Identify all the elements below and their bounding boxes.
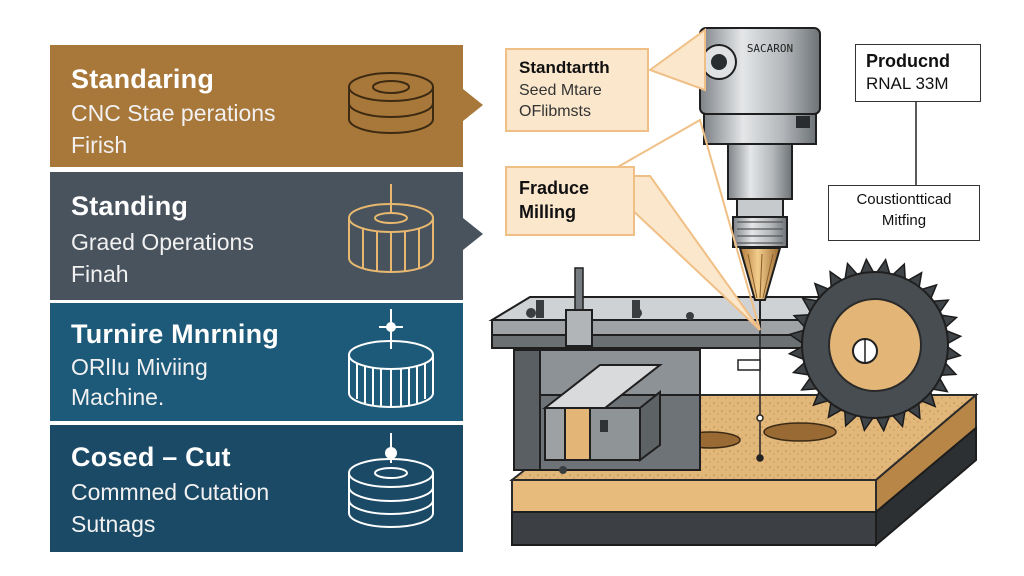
saw-tooth [858, 257, 877, 278]
callout-custom: Coustiontticad Mitfing [828, 185, 980, 241]
callout-milling-title: Milling [519, 202, 576, 222]
panel-title: Cosed – Cut [71, 442, 231, 472]
saw-tooth [928, 373, 949, 393]
callout-spindle-line: Seed Mtare [519, 82, 602, 99]
panel-subtitle: Machine. [71, 384, 165, 410]
saw-tooth [889, 406, 907, 429]
panel-standing: Standing Graed Operations Finah [50, 172, 483, 300]
machine-frame [488, 267, 838, 474]
panel-subtitle: Graed Operations [71, 229, 254, 255]
saw-tooth [787, 328, 808, 347]
saw-tooth [843, 407, 861, 428]
saw-tooth [928, 299, 950, 316]
panel-standaring: Standaring CNC Stae perations Firish [50, 45, 483, 167]
callout-milling-title: Fraduce [519, 178, 590, 198]
saw-tooth [917, 387, 937, 408]
saw-tooth [903, 271, 923, 292]
saw-tooth [942, 343, 963, 362]
stacked-disc-icon [348, 433, 434, 528]
panel-cosed-cut: Cosed – Cut Commned Cutation Sutnags [50, 425, 463, 552]
callout-product-title: Producnd [866, 51, 950, 71]
workpiece-base [509, 392, 979, 548]
svg-text:SACARON: SACARON [747, 42, 793, 55]
saw-tooth [791, 359, 814, 377]
spindle-head: SACARON [699, 27, 821, 330]
saw-tooth [827, 398, 847, 419]
saw-tooth [812, 387, 833, 407]
saw-tooth [904, 398, 921, 420]
panel-subtitle: ORlIu Miviing [71, 354, 208, 380]
saw-tooth [936, 313, 959, 331]
saw-blade [787, 257, 963, 433]
saw-tooth [858, 412, 877, 433]
saw-tooth [801, 297, 822, 317]
saw-tooth [787, 343, 808, 362]
saw-tooth [937, 359, 958, 377]
callout-spindle-line: OFlibmsts [519, 103, 591, 120]
panel-title: Turnire Mnrning [71, 319, 279, 349]
saw-tooth [942, 328, 963, 347]
disc-stack-icon [348, 72, 434, 134]
panel-subtitle: Finah [71, 261, 129, 287]
panel-turnire: Turnire Mnrning ORlIu Miviing Machine. [50, 303, 463, 421]
callout-milling: Fraduce Milling [505, 166, 635, 236]
callout-product-code: RNAL 33M [866, 74, 949, 93]
callout-spindle: Standtartth Seed Mtare OFlibmsts [505, 48, 649, 132]
saw-tooth [792, 313, 813, 331]
saw-tooth [889, 262, 907, 283]
saw-tooth [917, 283, 938, 303]
panel-subtitle: Sutnags [71, 511, 156, 537]
panel-subtitle: Commned Cutation [71, 479, 270, 505]
gear-drum-icon [348, 309, 434, 408]
tool-path [737, 330, 764, 462]
callout-spindle-title: Standtartth [519, 58, 610, 77]
saw-tooth [800, 374, 822, 391]
panel-title: Standaring [71, 64, 215, 94]
saw-tooth [829, 270, 846, 292]
callout-product: Producnd RNAL 33M [855, 44, 981, 102]
saw-tooth [843, 261, 861, 284]
callout-custom-sub: Mitfing [881, 212, 927, 229]
panel-title: Standing [71, 191, 189, 221]
saw-tooth [873, 412, 892, 433]
panel-subtitle: Firish [71, 132, 128, 158]
callout-custom-title: Coustiontticad [856, 191, 952, 208]
saw-tooth [873, 257, 892, 278]
panel-subtitle: CNC Stae perations [71, 100, 276, 126]
disc-tool-icon [348, 184, 434, 273]
saw-tooth [813, 282, 833, 303]
